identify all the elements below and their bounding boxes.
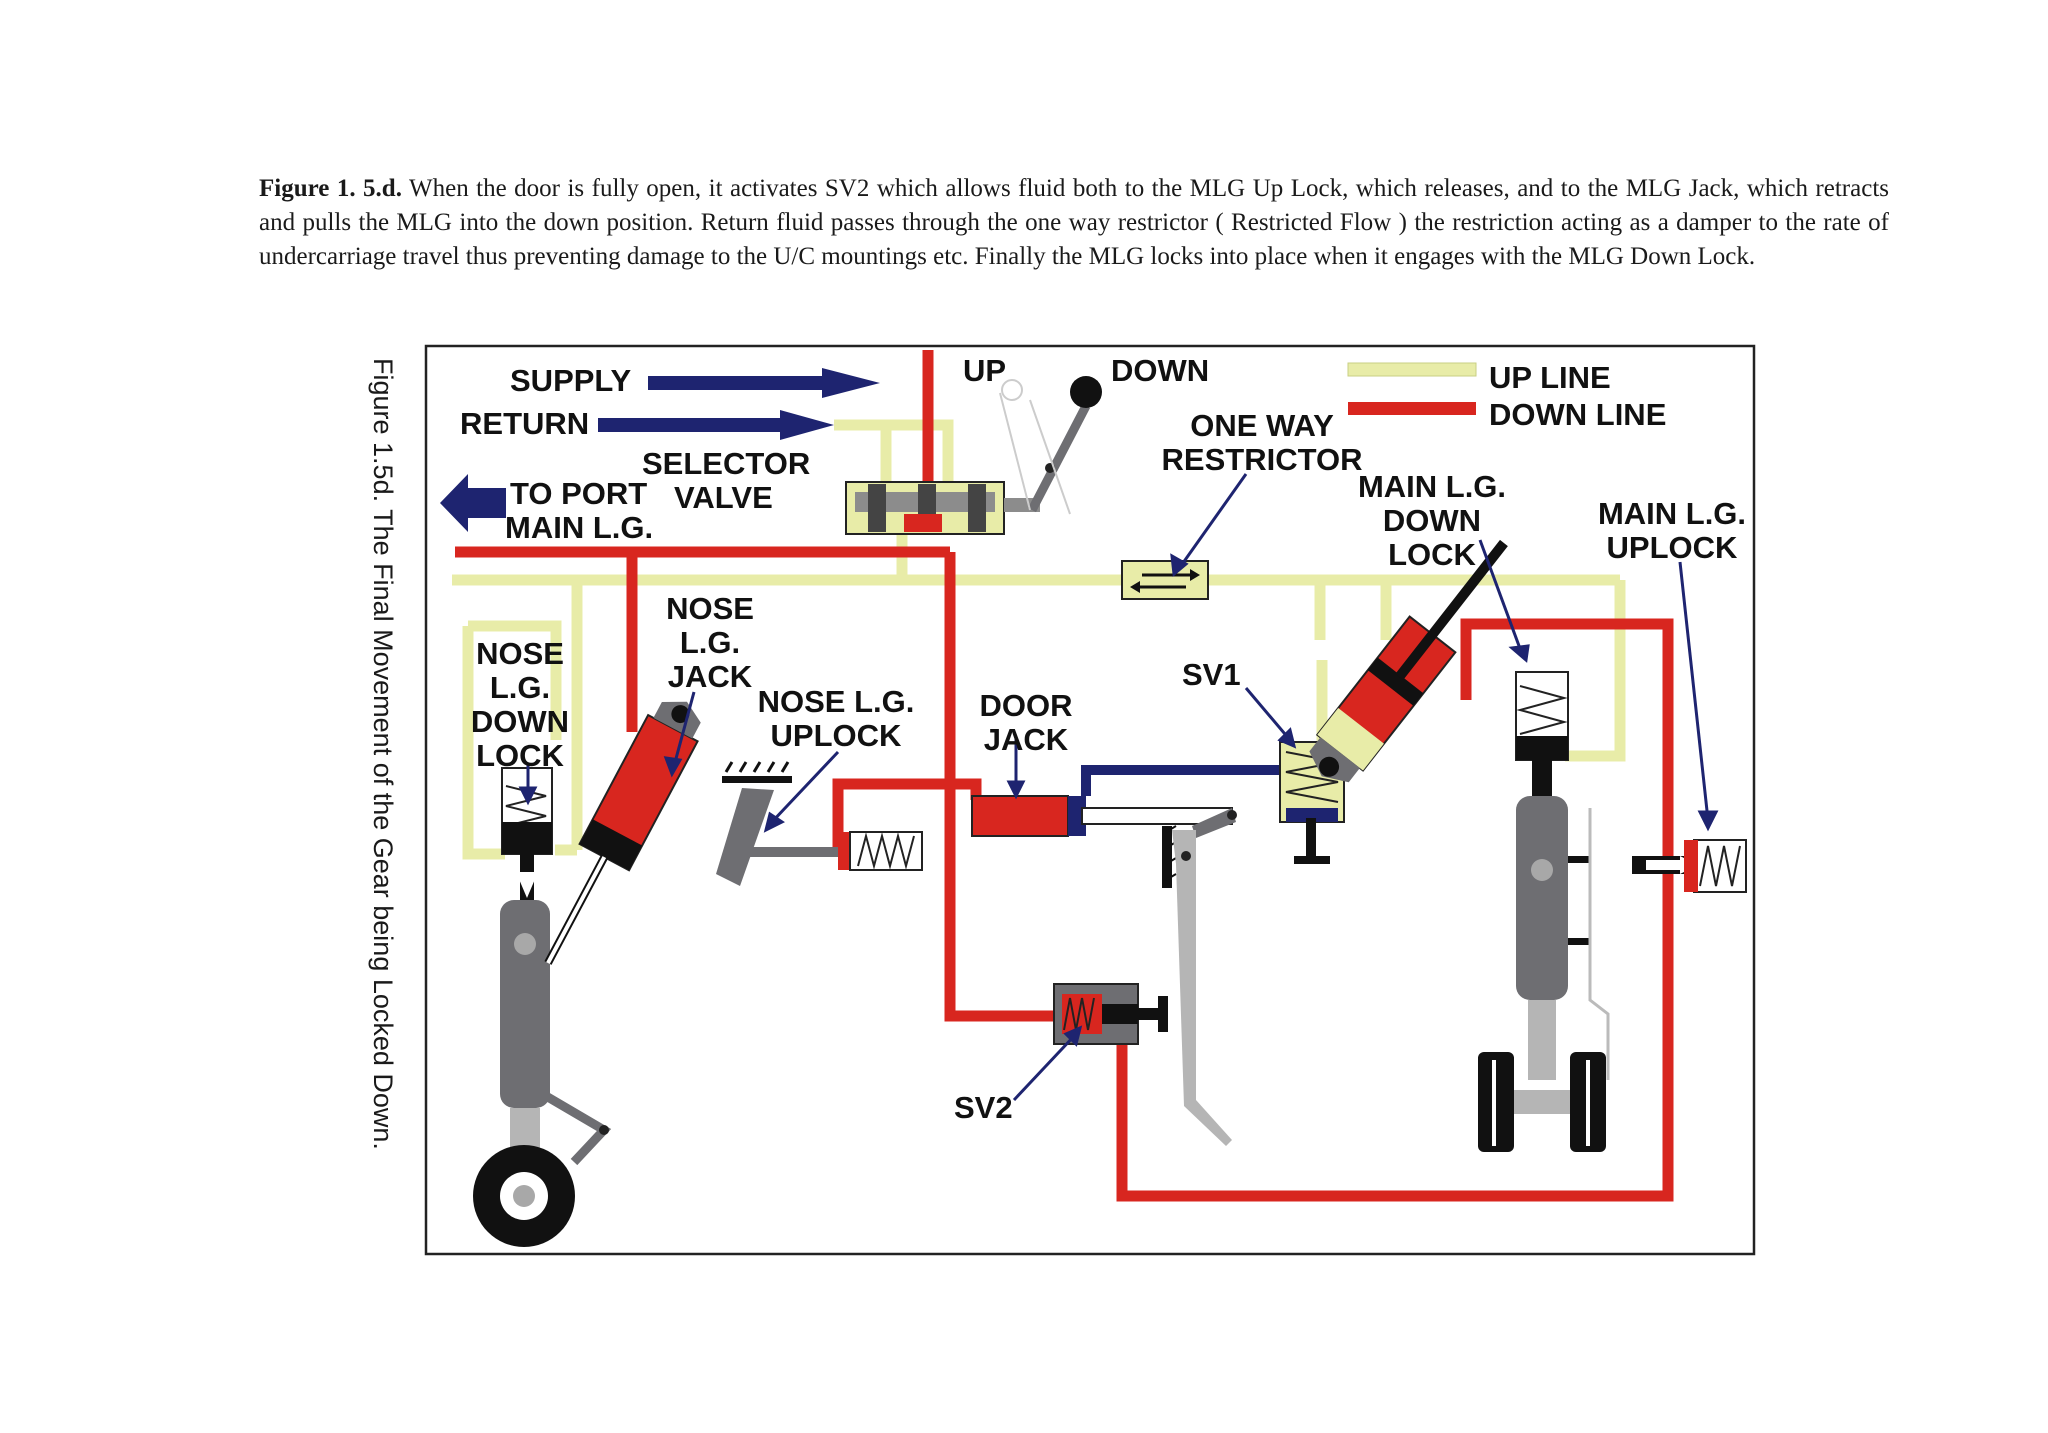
one-way-restrictor-label-line2: RESTRICTOR [1162, 442, 1363, 477]
door-jack [971, 765, 1289, 837]
sv1-label: SV1 [1182, 657, 1241, 692]
nose-lg-jack [544, 701, 701, 965]
pointer-arrows [518, 473, 1719, 1102]
main-lg-uplock [1632, 839, 1747, 893]
selector-valve [845, 481, 1040, 535]
door-jack-label-line2: JACK [984, 722, 1069, 757]
door-linkage [1162, 808, 1237, 1146]
nose-lg-down-lock [501, 767, 553, 900]
one-way-restrictor-label-line1: ONE WAY [1190, 408, 1334, 443]
down-line-network [455, 350, 1694, 1202]
main-lg-uplock-label-line2: UPLOCK [1607, 530, 1739, 565]
nose-lg-jack-label-line2: L.G. [680, 625, 740, 660]
return-label: RETURN [460, 406, 589, 441]
figure-caption-text: When the door is fully open, it activate… [259, 175, 1889, 270]
one-way-restrictor [1121, 560, 1209, 600]
main-lg-jack [1309, 539, 1508, 783]
nose-lg-uplock [716, 761, 923, 886]
supply-arrow [648, 368, 880, 398]
main-lg-uplock-label-line1: MAIN L.G. [1598, 496, 1746, 531]
to-port-arrow [440, 474, 506, 532]
selector-lever [999, 376, 1102, 515]
down-label: DOWN [1111, 353, 1209, 388]
nose-lg-uplock-label-line2: UPLOCK [771, 718, 903, 753]
nose-landing-gear [473, 900, 612, 1247]
main-lg-down-lock-label-line1: MAIN L.G. [1358, 469, 1506, 504]
legend-down-line-swatch [1348, 402, 1476, 415]
main-landing-gear [1478, 796, 1610, 1152]
door-jack-label-line1: DOOR [980, 688, 1073, 723]
selector-valve-label-line1: SELECTOR [642, 446, 810, 481]
up-line-network [452, 419, 1626, 860]
figure-caption-label: Figure 1. 5.d. [259, 175, 402, 202]
nose-lg-jack-label-line3: JACK [668, 659, 753, 694]
supply-label: SUPPLY [510, 363, 632, 398]
legend-down-line-label: DOWN LINE [1489, 397, 1666, 432]
main-lg-down-lock-label-line3: LOCK [1388, 537, 1476, 572]
to-port-label-line2: MAIN L.G. [505, 510, 653, 545]
nose-lg-uplock-label-line1: NOSE L.G. [758, 684, 915, 719]
return-arrow [598, 410, 834, 440]
to-port-label-line1: TO PORT [510, 476, 647, 511]
main-lg-down-lock [1515, 671, 1569, 800]
figure-caption: Figure 1. 5.d. When the door is fully op… [259, 172, 1889, 274]
selector-valve-label-line2: VALVE [674, 480, 773, 515]
sv2-label: SV2 [954, 1090, 1013, 1125]
diagram-frame [424, 344, 1756, 1256]
legend-up-line-swatch [1347, 362, 1477, 377]
nose-lg-down-lock-label-line4: LOCK [476, 738, 564, 773]
nose-lg-down-lock-label-line2: L.G. [490, 670, 550, 705]
up-label: UP [963, 353, 1006, 388]
sv2-valve [1053, 983, 1168, 1045]
nose-lg-down-lock-label-line1: NOSE [476, 636, 564, 671]
legend-up-line-label: UP LINE [1489, 360, 1611, 395]
main-lg-down-lock-label-line2: DOWN [1383, 503, 1481, 538]
nose-lg-down-lock-label-line3: DOWN [471, 704, 569, 739]
nose-lg-jack-label-line1: NOSE [666, 591, 754, 626]
